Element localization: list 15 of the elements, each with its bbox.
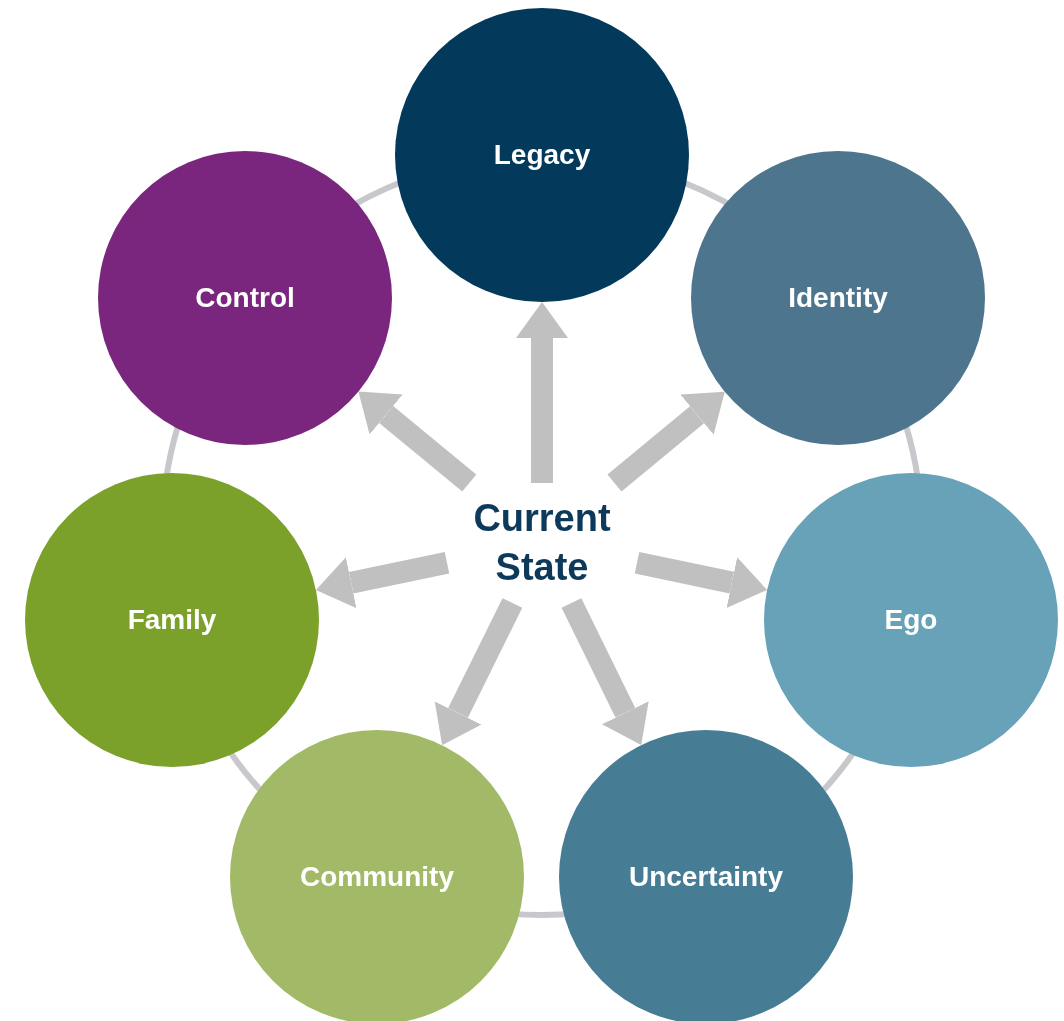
arrow xyxy=(607,391,725,492)
circle-label: Legacy xyxy=(493,138,591,172)
arrow xyxy=(434,598,523,746)
arrow xyxy=(516,302,568,483)
arrow xyxy=(634,552,768,609)
circle-label: Uncertainty xyxy=(628,860,783,894)
circle-label: Family xyxy=(127,603,217,637)
circle-label: Ego xyxy=(884,603,938,637)
arrow xyxy=(358,391,477,492)
arrow xyxy=(315,552,450,609)
circle-label: Identity xyxy=(788,281,888,315)
arrow xyxy=(561,598,649,746)
circle-label: Control xyxy=(195,281,295,315)
circle-label: Community xyxy=(300,860,454,894)
center-title: Current State xyxy=(472,495,612,590)
